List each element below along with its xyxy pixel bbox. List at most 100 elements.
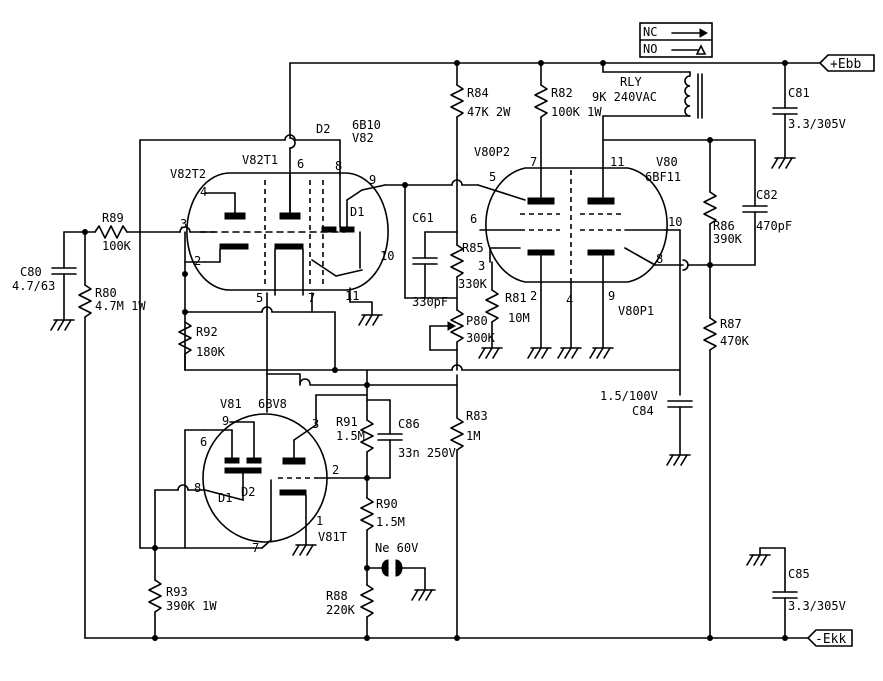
r81-resistor: R81 10M	[478, 261, 530, 359]
r87-resistor: R87 470K	[703, 264, 750, 639]
v81-d1-label: D1	[218, 491, 232, 505]
v81-tube: V81 6BV8 V81T D1 D2 9 6 3 2 8 1 7	[194, 397, 347, 555]
v82-pin4: 4	[200, 185, 207, 199]
v80-pin2: 2	[530, 289, 537, 303]
v82-pin5: 5	[256, 291, 263, 305]
v82-d2-label: D2	[316, 122, 330, 136]
v81-pin2: 2	[332, 463, 339, 477]
r93-value: 390K 1W	[166, 599, 217, 613]
r90-ref: R90	[376, 497, 398, 511]
c61-ref: C61	[412, 211, 434, 225]
c84-capacitor: 1.5/100V C84	[600, 389, 693, 466]
v82-pin7: 7	[308, 291, 315, 305]
c84-ref: C84	[632, 404, 654, 418]
r81-ref: R81	[505, 291, 527, 305]
right-network	[602, 137, 756, 396]
r83-value: 1M	[466, 429, 480, 443]
c81-value: 3.3/305V	[788, 117, 846, 131]
c86-value: 33n 250V	[398, 446, 456, 460]
v81-pin1: 1	[316, 514, 323, 528]
v82-pin9: 9	[369, 173, 376, 187]
r81-value: 10M	[508, 311, 530, 325]
ekk-rail	[84, 635, 809, 641]
c82-ref: C82	[756, 188, 778, 202]
v80-pin7: 7	[530, 155, 537, 169]
v80-pin6: 6	[470, 212, 477, 226]
r92-ref: R92	[196, 325, 218, 339]
relay-nc-label: NC	[643, 25, 657, 39]
v82-d1-label: D1	[350, 205, 364, 219]
r82-ref: R82	[551, 86, 573, 100]
v80-grounds	[527, 289, 614, 359]
r83-resistor: R83 1M	[450, 374, 488, 639]
ebb-label: +Ebb	[830, 57, 861, 72]
v82-pin2: 2	[194, 254, 201, 268]
neon-lamp: Ne 60V	[364, 541, 436, 601]
p80-value: 300K	[466, 331, 496, 345]
v82-type-label: 6B10	[352, 118, 381, 132]
v81-pin9: 9	[222, 414, 229, 428]
v80-pin10: 10	[668, 215, 682, 229]
v82-pin6: 6	[297, 157, 304, 171]
c81-capacitor: C81 3.3/305V	[771, 62, 846, 169]
r82-resistor: R82 100K 1W	[534, 62, 602, 163]
c85-capacitor: C85 3.3/305V	[746, 547, 846, 639]
r80-resistor: R80 4.7M 1W	[78, 231, 146, 639]
c80-ref: C80	[20, 265, 42, 279]
relay-coil: RLY 9K 240VAC	[592, 62, 703, 163]
v80-p1-label: V80P1	[618, 304, 654, 318]
r83-ref: R83	[466, 409, 488, 423]
r86-ref: R86	[713, 219, 735, 233]
p80-potentiometer: P80 300K	[429, 309, 496, 371]
r88-resistor: R88 220K	[326, 584, 374, 639]
r86-resistor: R86 390K	[703, 139, 743, 266]
r92-resistor: R92 180K	[178, 321, 681, 373]
v82-ref-label: V82	[352, 131, 374, 145]
c80-capacitor: C80 4.7/63	[12, 231, 77, 331]
c85-value: 3.3/305V	[788, 599, 846, 613]
r92-value: 180K	[196, 345, 226, 359]
v82-tube: V82T1 V82T2 D2 6B10 V82 D1 4 3 2 6 8 9 1…	[170, 118, 394, 375]
c84-value: 1.5/100V	[600, 389, 658, 403]
ne-label: Ne 60V	[375, 541, 418, 555]
r91-resistor: R91 1.5M	[336, 369, 374, 499]
r90-resistor: R90 1.5M	[360, 497, 405, 586]
relay-no-label: NO	[643, 42, 657, 56]
ebb-terminal: +Ebb	[818, 54, 875, 72]
c82-value: 470pF	[756, 219, 792, 233]
r84-value: 47K 2W	[467, 105, 511, 119]
left-wiring	[139, 134, 341, 549]
relay-name: RLY	[620, 75, 642, 89]
c61-value: 330pF	[412, 295, 448, 309]
v80-ref-label: V80	[656, 155, 678, 169]
ekk-terminal: -Ekk	[806, 629, 853, 647]
r93-resistor: R93 390K 1W	[148, 579, 217, 639]
r87-value: 470K	[720, 334, 750, 348]
c80-value: 4.7/63	[12, 279, 55, 293]
ekk-label: -Ekk	[815, 632, 846, 647]
r87-ref: R87	[720, 317, 742, 331]
r91-ref: R91	[336, 415, 358, 429]
r88-value: 220K	[326, 603, 356, 617]
v81-pin6: 6	[200, 435, 207, 449]
r85-ref: R85	[462, 241, 484, 255]
c86-ref: C86	[398, 417, 420, 431]
relay-contacts: NC NO	[639, 22, 713, 58]
c61-capacitor: C61 330pF	[412, 211, 458, 309]
v80-p2-label: V80P2	[474, 145, 510, 159]
r88-ref: R88	[326, 589, 348, 603]
v81-pin8: 8	[194, 481, 201, 495]
r80-value: 4.7M 1W	[95, 299, 146, 313]
c85-ref: C85	[788, 567, 810, 581]
relay-spec: 9K 240VAC	[592, 90, 657, 104]
v80-pin5: 5	[489, 170, 496, 184]
r84-ref: R84	[467, 86, 489, 100]
v81-d2-label: D2	[241, 485, 255, 499]
r80-ref: R80	[95, 286, 117, 300]
p80-ref: P80	[466, 314, 488, 328]
r86-value: 390K	[713, 232, 743, 246]
r82-value: 100K 1W	[551, 105, 602, 119]
v82-pin8: 8	[335, 159, 342, 173]
v81-wiring	[139, 373, 458, 581]
